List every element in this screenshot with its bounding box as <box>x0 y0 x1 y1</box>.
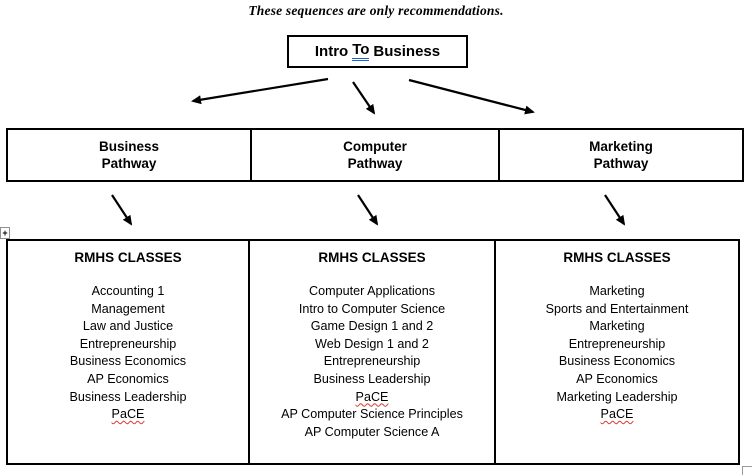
arrow-intro-to-marketing-pathway <box>408 78 535 115</box>
arrow-business-pathway-to-classes <box>111 194 133 226</box>
class-item: Management <box>91 301 165 316</box>
class-item: Marketing Leadership <box>556 389 678 404</box>
classes-header: RMHS CLASSES <box>74 250 182 265</box>
intro-box-text-suffix: Business <box>373 43 441 60</box>
class-item: PaCE <box>250 389 494 407</box>
business-pathway-cell: Business Pathway <box>8 130 252 180</box>
class-item: Business Economics <box>69 354 187 369</box>
classes-header: RMHS CLASSES <box>563 250 671 265</box>
class-item: Game Design 1 and 2 <box>310 319 434 334</box>
class-item: Business Leadership <box>69 389 187 404</box>
pathway-header-table: Business Pathway Computer Pathway Market… <box>6 128 744 182</box>
pathway-label-line: Pathway <box>347 156 403 171</box>
class-item: Web Design 1 and 2 <box>315 336 429 351</box>
arrow-intro-to-computer-pathway <box>352 81 376 115</box>
classes-table: RMHS CLASSES Accounting 1 Management Law… <box>6 239 740 465</box>
class-item: Business Leadership <box>313 371 431 386</box>
page-title: These sequences are only recommendations… <box>248 3 504 18</box>
class-item: Entrepreneurship <box>568 336 666 351</box>
class-item: Accounting 1 <box>91 284 165 298</box>
class-item: PaCE <box>8 406 248 424</box>
pathway-label-line: Marketing <box>589 139 653 154</box>
pathway-label-line: Pathway <box>593 156 649 171</box>
class-item: Intro to Computer Science <box>298 301 446 316</box>
pathway-label-line: Pathway <box>101 156 157 171</box>
marketing-classes-cell: RMHS CLASSES Marketing Sports and Entert… <box>496 241 738 463</box>
class-item: Computer Applications <box>308 284 435 298</box>
arrow-intro-to-business-pathway <box>191 77 329 105</box>
class-item: Entrepreneurship <box>323 354 421 369</box>
classes-header: RMHS CLASSES <box>318 250 426 265</box>
class-item: AP Economics <box>87 371 169 386</box>
misspelled-word: PaCE <box>600 407 634 422</box>
pathway-label-line: Business <box>98 139 160 154</box>
class-item: Law and Justice <box>82 319 174 334</box>
marketing-pathway-cell: Marketing Pathway <box>500 130 742 180</box>
class-item: PaCE <box>496 406 738 424</box>
class-item: Marketing <box>589 319 645 334</box>
pathway-label-line: Computer <box>343 139 407 154</box>
arrow-computer-pathway-to-classes <box>357 194 379 226</box>
intro-box-text-prefix: Intro <box>314 43 349 60</box>
intro-to-business-box: Intro To Business <box>287 35 468 68</box>
class-item: AP Computer Science A <box>304 424 440 439</box>
arrow-marketing-pathway-to-classes <box>604 194 626 226</box>
table-resize-handle[interactable] <box>742 466 752 475</box>
class-item: Marketing <box>589 284 645 298</box>
business-classes-cell: RMHS CLASSES Accounting 1 Management Law… <box>8 241 250 463</box>
computer-pathway-cell: Computer Pathway <box>252 130 500 180</box>
computer-classes-cell: RMHS CLASSES Computer Applications Intro… <box>250 241 496 463</box>
class-item: Sports and Entertainment <box>545 301 689 316</box>
class-item: AP Economics <box>576 371 658 386</box>
class-item: Entrepreneurship <box>79 336 177 351</box>
class-item: Business Economics <box>558 354 676 369</box>
misspelled-word: PaCE <box>111 407 145 422</box>
intro-box-grammar-flagged-word: To <box>352 42 370 61</box>
class-item: AP Computer Science Principles <box>281 407 463 422</box>
misspelled-word: PaCE <box>355 389 389 404</box>
table-move-handle-icon[interactable]: + <box>0 227 10 239</box>
